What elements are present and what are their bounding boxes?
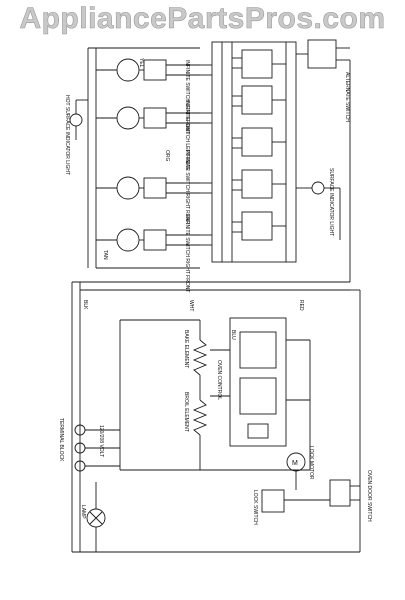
wire-tag: YEL <box>138 58 144 68</box>
infinite-switch-right-rear <box>96 176 200 200</box>
label-oven-door-switch: OVEN DOOR SWITCH <box>366 470 372 522</box>
wire-tag: BLU <box>230 330 236 340</box>
label-infinite-switch-rf: INFINITE SWITCH RIGHT FRONT <box>184 215 190 292</box>
svg-text:M: M <box>292 460 298 467</box>
label-oven-control: OVEN CONTROL <box>216 360 222 400</box>
broil-element <box>120 392 310 471</box>
wire-tag: RED <box>298 300 304 311</box>
hot-surface-indicator-light <box>69 99 88 140</box>
infinite-switches-group <box>69 47 200 269</box>
label-infinite-switch-lf: INFINITE SWITCH LEFT FRONT <box>184 60 190 134</box>
infinite-switch-labels: INFINITE SWITCH LEFT FRONT INFINITE SWIT… <box>64 60 190 292</box>
bake-element <box>119 319 208 470</box>
infinite-switch-right-front <box>96 228 200 252</box>
surface-indicator-light <box>296 181 341 240</box>
label-bake-element: BAKE ELEMENT <box>183 330 189 368</box>
lock-switch <box>261 489 330 513</box>
infinite-switch-left-rear <box>96 106 200 130</box>
label-lock-motor: LOCK MOTOR <box>308 446 314 480</box>
terminal-block <box>74 424 120 472</box>
wire-tag: TAN <box>102 250 108 260</box>
oven-control-section: M <box>74 317 360 552</box>
oven-control <box>210 317 311 470</box>
lock-motor: M <box>286 452 306 490</box>
label-alternate-switch: ALTERNATE SWITCH <box>344 72 350 122</box>
oven-door-switch <box>329 479 360 507</box>
label-infinite-switch-lr: INFINITE SWITCH LEFT REAR <box>184 100 190 171</box>
label-lock-switch: LOCK SWITCH <box>252 490 258 525</box>
alternate-switch-block <box>200 41 297 263</box>
label-hot-surface-light: HOT SURFACE INDICATOR LIGHT <box>64 95 70 175</box>
wire-tag: WHT <box>188 300 194 311</box>
upper-right-labels: ALTERNATE SWITCH SURFACE INDICATOR LIGHT <box>328 72 350 236</box>
label-terminal-block: TERMINAL BLOCK <box>58 418 64 462</box>
alternate-switch-contacts <box>232 49 286 241</box>
label-broil-element: BROIL ELEMENT <box>183 392 189 432</box>
label-voltage: 120/208 VOLT <box>98 425 104 457</box>
infinite-switch-left-front <box>96 58 200 82</box>
label-surface-indicator-light: SURFACE INDICATOR LIGHT <box>328 168 334 236</box>
wire-tag: ORG <box>164 150 170 162</box>
lower-labels: OVEN CONTROL BAKE ELEMENT BROIL ELEMENT … <box>58 330 372 525</box>
label-infinite-switch-rr: INFINITE SWITCH RIGHT REAR <box>184 150 190 224</box>
label-oven-lamp: LAMP <box>80 505 86 519</box>
alternate-switch <box>296 39 350 69</box>
oven-lamp <box>86 482 106 552</box>
watermark-logo-text: AppliancePartsPros.com <box>19 2 386 36</box>
wire-color-tags: RED BLK YEL BLU WHT ORG TAN <box>82 58 304 340</box>
wire-tag: BLK <box>82 300 88 310</box>
main-harness-wires <box>71 60 361 553</box>
